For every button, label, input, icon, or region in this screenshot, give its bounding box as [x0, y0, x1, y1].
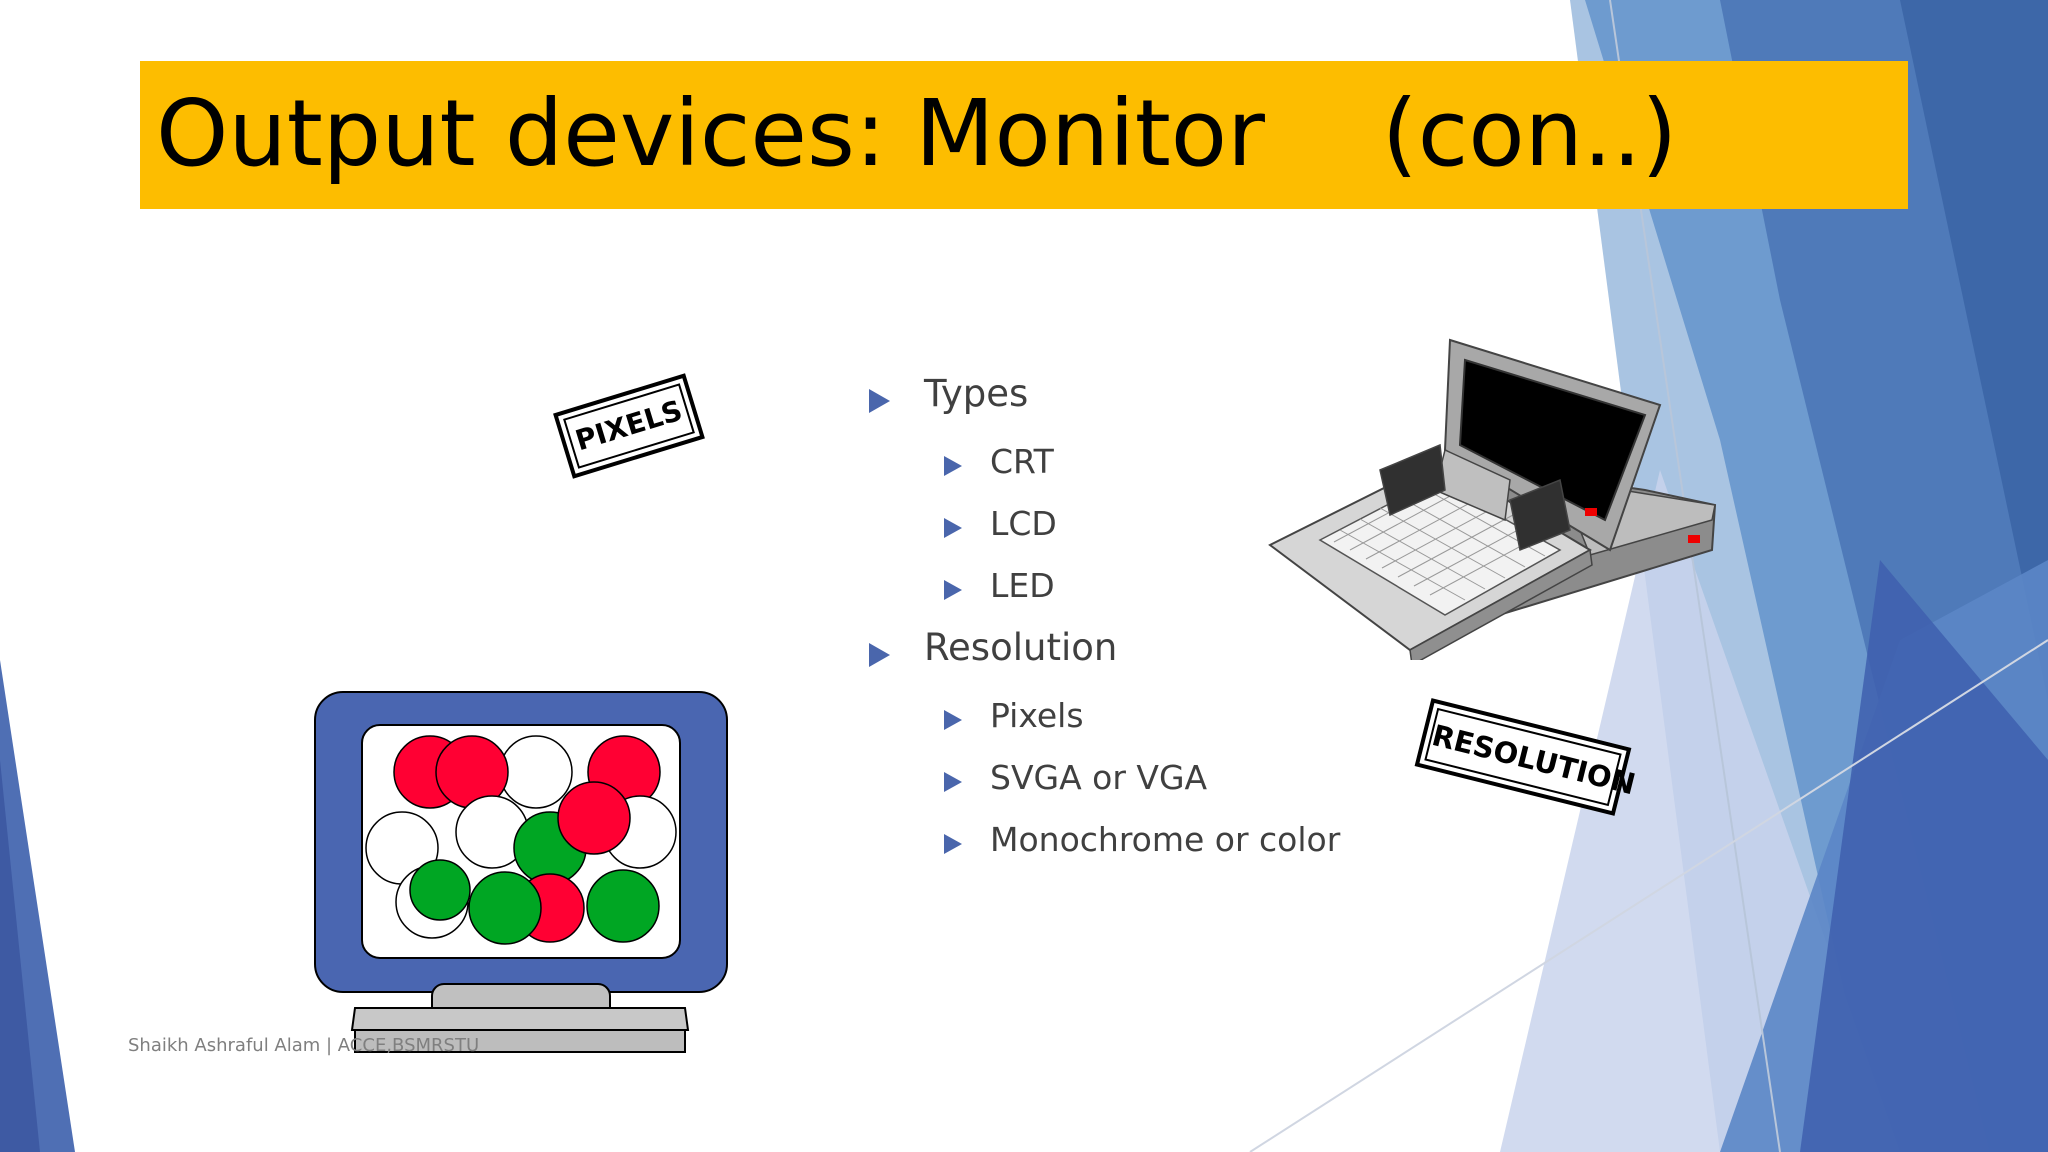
- bullet-text: LCD: [990, 504, 1057, 543]
- bullet-text: Resolution: [924, 626, 1118, 669]
- bullet-arrow-icon: [869, 643, 890, 667]
- slide-title: Output devices: Monitor (con..): [156, 80, 1678, 187]
- monitor-pixels-icon: [314, 691, 728, 1053]
- bullet-arrow-icon: [944, 772, 962, 792]
- bullet-arrow-icon: [869, 389, 890, 413]
- bullet-arrow-icon: [944, 518, 962, 538]
- bullet-arrow-icon: [944, 580, 962, 600]
- bullet-text: SVGA or VGA: [990, 758, 1208, 797]
- laptop-icon: [1268, 338, 1717, 660]
- bullet-text: Monochrome or color: [990, 820, 1341, 859]
- bullet-text: LED: [990, 566, 1055, 605]
- bullet-text: CRT: [990, 442, 1054, 481]
- bullet-arrow-icon: [944, 456, 962, 476]
- bullet-arrow-icon: [944, 834, 962, 854]
- title-bar: Output devices: Monitor (con..): [140, 61, 1908, 209]
- slide-footer: Shaikh Ashraful Alam | ACCE,BSMRSTU: [128, 1035, 480, 1056]
- bullet-text: Pixels: [990, 696, 1084, 735]
- bullet-text: Types: [924, 372, 1029, 415]
- bullet-arrow-icon: [944, 710, 962, 730]
